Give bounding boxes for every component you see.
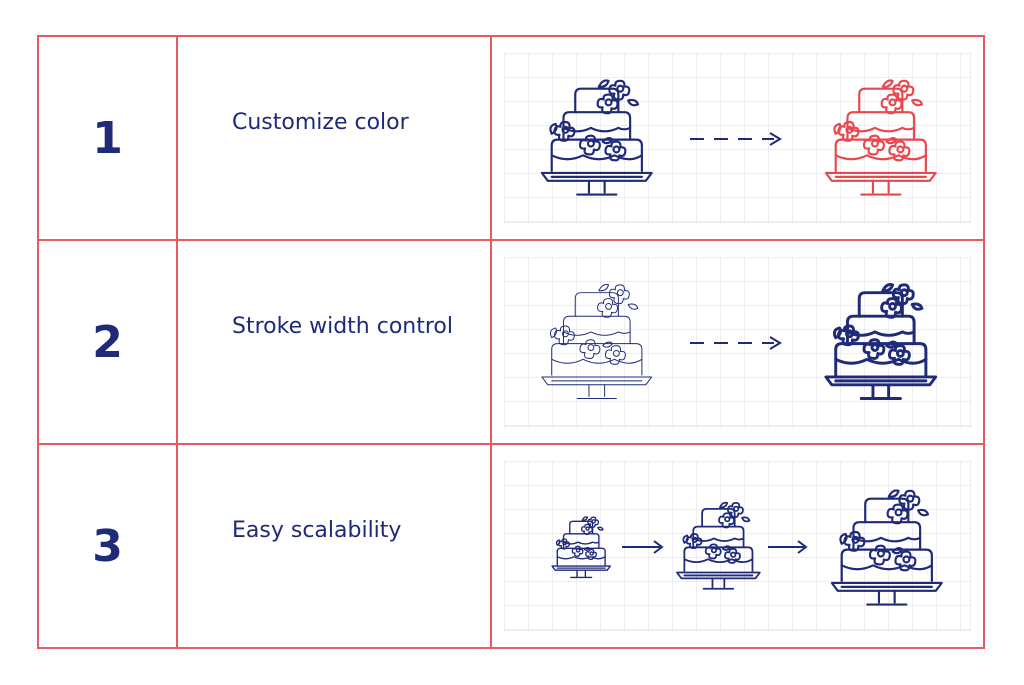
illustration-canvas bbox=[504, 53, 971, 223]
dashed-arrow-icon bbox=[690, 132, 782, 146]
row-number: 1 bbox=[92, 112, 123, 164]
feature-row-stroke-width: 2 Stroke width control bbox=[39, 241, 983, 445]
row-number: 2 bbox=[92, 316, 123, 368]
illustration-canvas bbox=[504, 461, 971, 631]
dashed-arrow-icon bbox=[690, 336, 782, 350]
row-illustration-cell bbox=[492, 445, 983, 647]
row-label-cell: Customize color bbox=[178, 37, 492, 239]
row-number: 3 bbox=[92, 520, 123, 572]
row-number-cell: 3 bbox=[39, 445, 178, 647]
row-illustration-cell bbox=[492, 241, 983, 443]
feature-row-customize-color: 1 Customize color bbox=[39, 37, 983, 241]
row-label: Easy scalability bbox=[232, 518, 402, 543]
row-label-cell: Easy scalability bbox=[178, 445, 492, 647]
row-label: Stroke width control bbox=[232, 314, 453, 339]
row-label: Customize color bbox=[232, 110, 409, 135]
row-label-cell: Stroke width control bbox=[178, 241, 492, 443]
arrow-right-icon bbox=[622, 540, 664, 554]
feature-row-easy-scalability: 3 Easy scalability bbox=[39, 445, 983, 647]
row-illustration-cell bbox=[492, 37, 983, 239]
illustration-canvas bbox=[504, 257, 971, 427]
arrow-right-icon bbox=[768, 540, 808, 554]
row-number-cell: 1 bbox=[39, 37, 178, 239]
row-number-cell: 2 bbox=[39, 241, 178, 443]
feature-table: 1 Customize color 2 bbox=[37, 35, 985, 649]
